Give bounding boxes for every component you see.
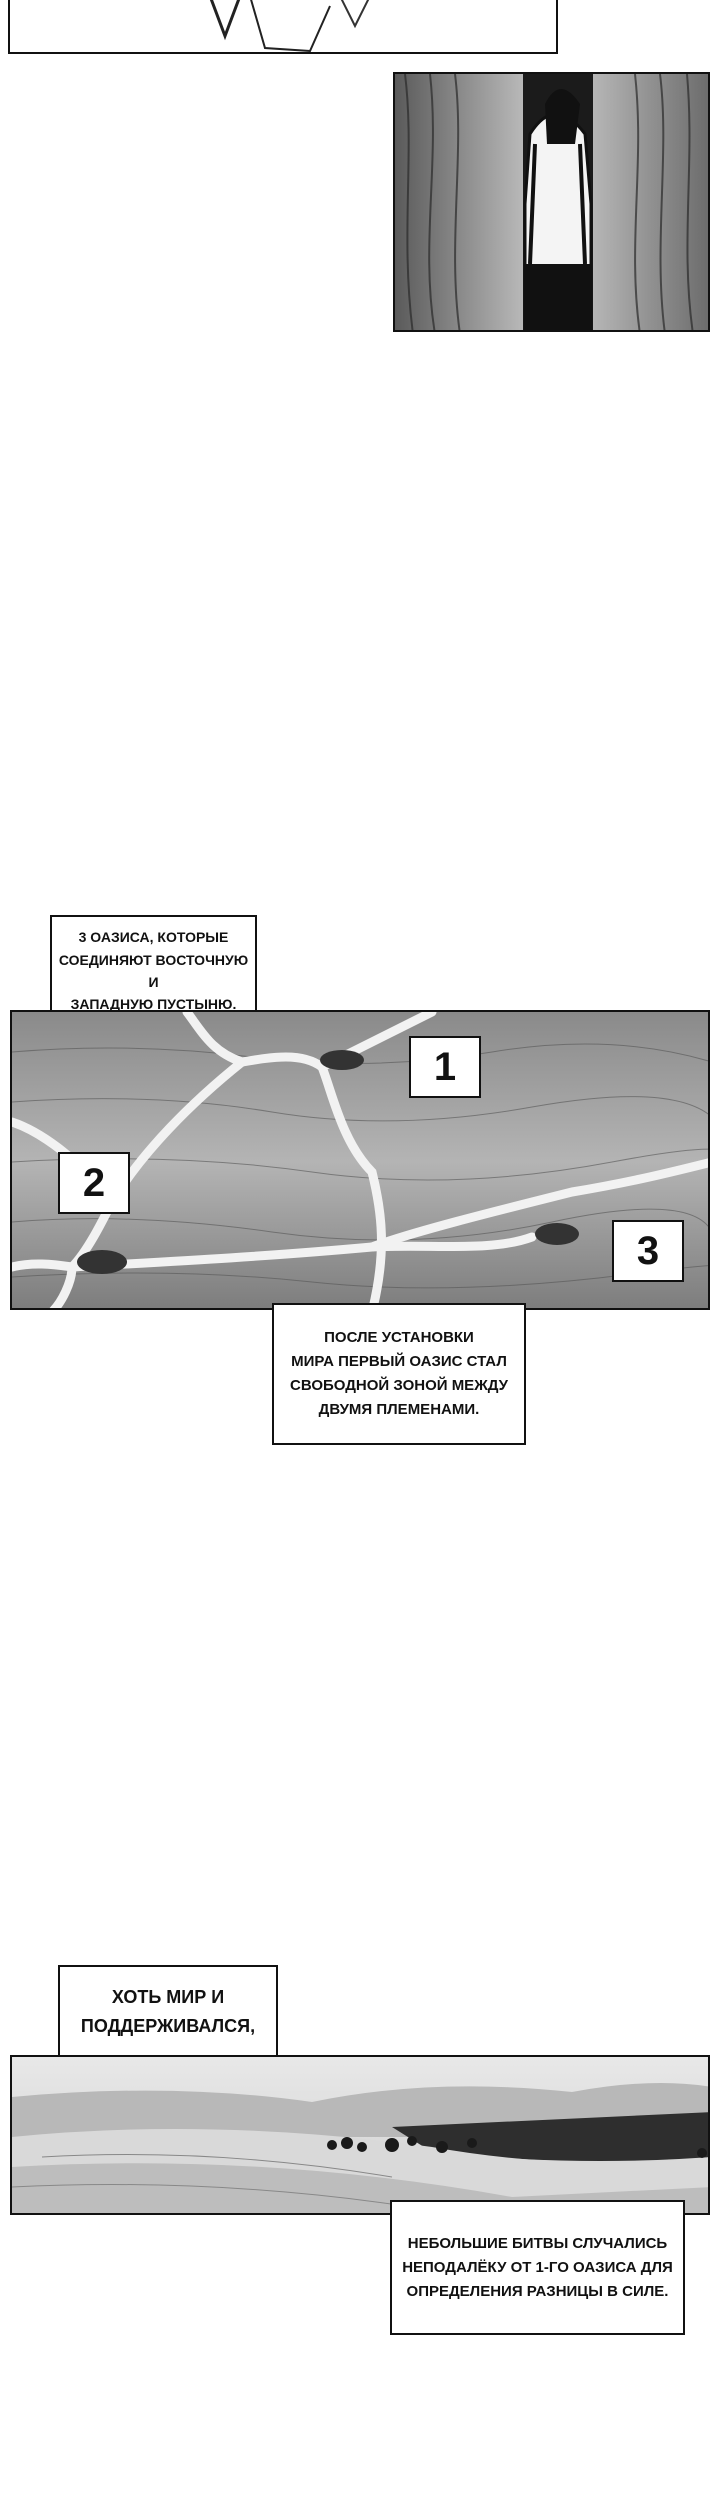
caption-peace: ХОТЬ МИР И ПОДДЕРЖИВАЛСЯ, [58,1965,278,2058]
desert-landscape-art [12,2057,708,2213]
caption-first-oasis: ПОСЛЕ УСТАНОВКИ МИРА ПЕРВЫЙ ОАЗИС СТАЛ С… [272,1303,526,1445]
caption-battles: НЕБОЛЬШИЕ БИТВЫ СЛУЧАЛИСЬ НЕПОДАЛЁКУ ОТ … [390,2200,685,2335]
desert-map-panel: 1 2 3 [10,1010,710,1310]
desert-landscape-panel [10,2055,710,2215]
top-panel-fragment [8,0,558,54]
map-marker-2: 2 [58,1152,130,1214]
caption-oases-intro: 3 ОАЗИСА, КОТОРЫЕ СОЕДИНЯЮТ ВОСТОЧНУЮ И … [50,915,257,1027]
map-marker-3: 3 [612,1220,684,1282]
top-panel-art [10,0,556,52]
map-marker-1: 1 [409,1036,481,1098]
curtain-figure-panel [393,72,710,332]
curtain-figure-art [395,74,708,330]
